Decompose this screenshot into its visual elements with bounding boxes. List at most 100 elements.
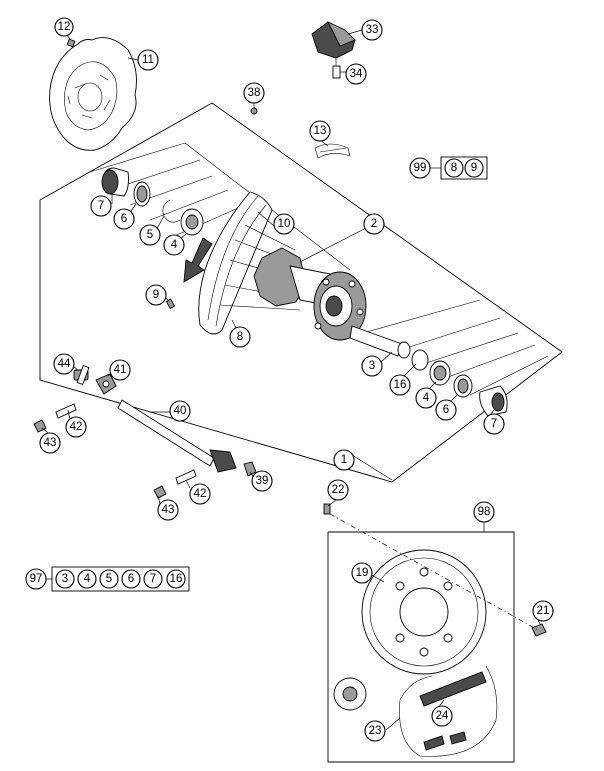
callout-label: 98 [478,506,491,518]
callout-label: 2 [371,218,377,230]
callout-6-right: 6 [435,399,457,421]
spoke-nipple [165,298,176,310]
kit-item-text: 8 [451,162,457,174]
callout-3: 3 [361,355,383,377]
axle-nut [243,461,257,477]
callout-label: 3 [369,360,375,372]
kit-99-item-9: 9 [464,158,484,178]
front-sprocket [333,677,367,711]
callout-39: 39 [251,470,273,492]
callout-label: 12 [58,21,71,33]
rim-tape [314,143,351,159]
callout-label: 19 [356,567,369,579]
callout-label: 43 [44,437,57,449]
wheel-assembly-frame [39,102,563,483]
callout-label: 1 [341,454,347,466]
right-seal [453,374,473,398]
kit-item-text: 5 [106,573,112,585]
callout-8: 8 [229,326,251,348]
callout-label: 9 [153,289,159,301]
callout-5: 5 [139,224,161,246]
chain [399,665,498,757]
callout-label: 22 [332,484,345,496]
kit-97-item-6: 6 [121,569,141,589]
right-ring [411,349,429,371]
callout-13: 13 [309,120,331,142]
adjuster-nut-right [153,485,167,499]
sprocket-nut [531,623,547,637]
sprocket-kit-box [327,531,515,763]
adjuster-screw-right [175,469,197,485]
callout-19: 19 [351,562,373,584]
callout-33: 33 [361,19,383,41]
callout-42-left: 42 [65,416,87,438]
callout-label: 5 [147,229,153,241]
callout-10: 10 [273,213,295,235]
kit-item-text: 7 [150,573,156,585]
callout-4-left: 4 [163,234,185,256]
left-bearing [180,208,204,236]
callout-label: 11 [142,54,154,66]
chain-adjuster-block [95,373,117,395]
callout-label: 42 [194,488,207,500]
left-spacer [101,167,129,197]
callout-label: 38 [248,87,261,99]
left-seal [133,181,151,207]
kit-97-item-7: 7 [143,569,163,589]
callout-11: 11 [137,49,159,71]
kit-label-text: 97 [30,573,43,585]
axis-line [329,513,539,631]
callout-2: 2 [363,213,385,235]
kit-97-item-16: 16 [166,569,186,589]
kit-97-item-3: 3 [55,569,75,589]
kit-97-group: 97 3 4 5 6 7 16 [25,566,190,592]
callout-21: 21 [532,600,554,622]
callout-label: 10 [278,218,291,230]
rear-sprocket [361,549,487,675]
callout-label: 16 [394,379,407,391]
kit-item-text: 3 [62,573,68,585]
kit-97-item-4: 4 [77,569,97,589]
callout-label: 21 [537,605,550,617]
kit-item-text: 16 [170,573,183,585]
wheel-hub [253,247,367,341]
adjuster-screw-left [55,403,77,419]
kit-99-group: 99 8 9 [409,156,488,180]
kit-label-text: 99 [414,162,427,174]
kit-item-text: 6 [128,573,134,585]
rotation-arrow [183,237,213,283]
callout-22: 22 [327,479,349,501]
callout-16: 16 [389,374,411,396]
callout-label: 13 [314,125,327,137]
callout-7-right: 7 [483,413,505,435]
callout-98: 98 [473,501,495,523]
tire-valve [311,21,356,79]
callout-label: 4 [171,239,178,251]
kit-item-text: 9 [471,162,477,174]
callout-24: 24 [431,705,453,727]
callout-7-left: 7 [90,195,112,217]
callout-34: 34 [345,63,367,85]
left-circlip [162,199,181,223]
callout-43-left: 43 [39,432,61,454]
right-spacer [479,385,508,417]
callout-label: 43 [162,504,175,516]
axle-adjuster [73,364,90,386]
callout-9: 9 [145,284,167,306]
distance-sleeve [349,325,411,359]
callout-label: 34 [350,68,363,80]
callout-label: 23 [369,725,382,737]
callout-6-left: 6 [113,208,135,230]
kit-97-label: 97 [25,568,47,590]
callout-label: 7 [491,418,497,430]
callout-label: 6 [443,404,449,416]
disc-screw [66,38,76,48]
sprocket-screw [323,503,331,515]
callout-42-right: 42 [189,483,211,505]
callout-40: 40 [169,400,191,422]
kit-97-item-5: 5 [99,569,119,589]
callout-23: 23 [364,720,386,742]
kit-99-item-8: 8 [444,158,464,178]
callout-label: 42 [70,421,83,433]
callout-label: 4 [423,392,430,404]
